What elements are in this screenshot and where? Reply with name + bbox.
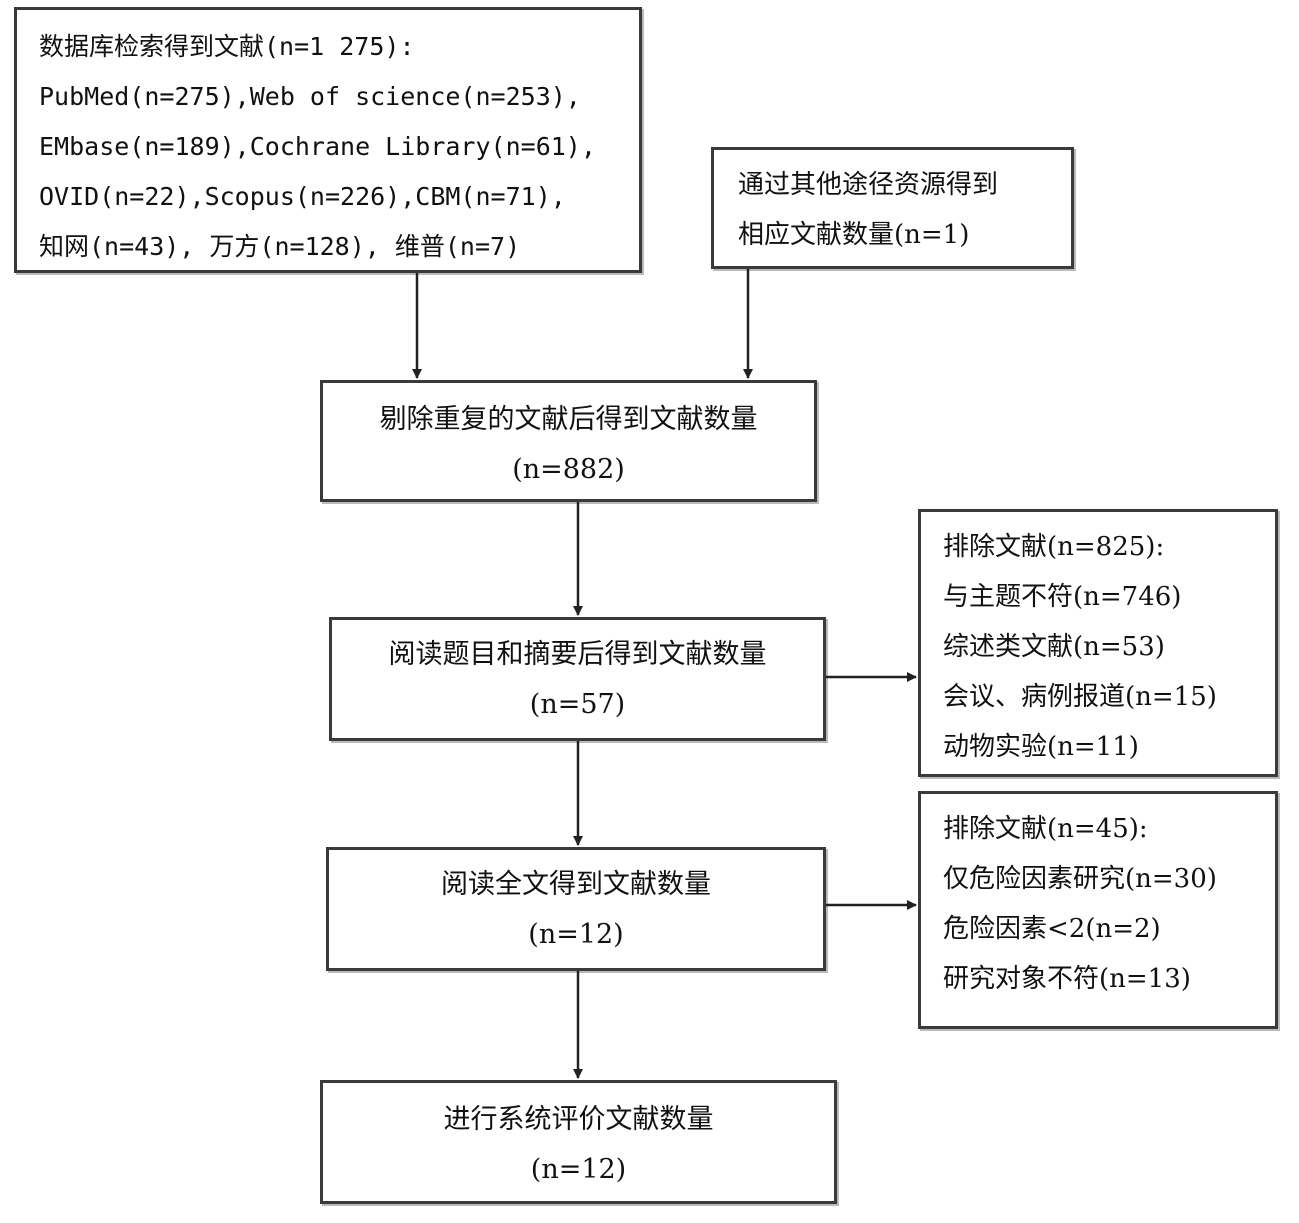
exclusion-1-title: 排除文献(n=825): (943, 532, 1165, 562)
database-search-line-5: 知网(n=43), 万方(n=128), 维普(n=7) (39, 232, 521, 261)
final-box: 进行系统评价文献数量 (n=12) (320, 1080, 837, 1204)
title-abstract-box: 阅读题目和摘要后得到文献数量 (n=57) (329, 617, 826, 741)
title-abstract-line-1: 阅读题目和摘要后得到文献数量 (388, 639, 767, 670)
exclusion-1-item: 会议、病例报道(n=15) (943, 682, 1217, 712)
database-search-line-4: OVID(n=22),Scopus(n=226),CBM(n=71), (39, 182, 566, 211)
other-sources-line-2: 相应文献数量(n=1) (738, 220, 970, 250)
title-abstract-count: (n=57) (529, 689, 626, 720)
exclusion-2-item: 研究对象不符(n=13) (943, 964, 1191, 994)
other-sources-box: 通过其他途径资源得到 相应文献数量(n=1) (711, 147, 1074, 269)
exclusion-1-box: 排除文献(n=825): 与主题不符(n=746) 综述类文献(n=53) 会议… (918, 509, 1278, 777)
database-search-line-2: PubMed(n=275),Web of science(n=253), (39, 82, 581, 111)
final-count: (n=12) (530, 1154, 627, 1185)
exclusion-2-item: 仅危险因素研究(n=30) (943, 864, 1217, 894)
after-dedup-line-1: 剔除重复的文献后得到文献数量 (379, 404, 758, 435)
exclusion-1-item: 与主题不符(n=746) (943, 582, 1182, 612)
full-text-count: (n=12) (528, 919, 624, 950)
database-search-line-3: EMbase(n=189),Cochrane Library(n=61), (39, 132, 596, 161)
exclusion-2-title: 排除文献(n=45): (943, 814, 1148, 844)
other-sources-line-1: 通过其他途径资源得到 (738, 170, 999, 200)
database-search-box: 数据库检索得到文献(n=1 275): PubMed(n=275),Web of… (14, 7, 642, 273)
full-text-box: 阅读全文得到文献数量 (n=12) (326, 847, 826, 971)
database-search-line-1: 数据库检索得到文献(n=1 275): (39, 32, 415, 61)
exclusion-2-box: 排除文献(n=45): 仅危险因素研究(n=30) 危险因素<2(n=2) 研究… (918, 791, 1278, 1029)
exclusion-1-item: 动物实验(n=11) (943, 732, 1139, 762)
after-dedup-box: 剔除重复的文献后得到文献数量 (n=882) (320, 380, 817, 502)
exclusion-1-item: 综述类文献(n=53) (943, 632, 1165, 662)
final-line-1: 进行系统评价文献数量 (443, 1104, 714, 1135)
full-text-line-1: 阅读全文得到文献数量 (441, 869, 711, 900)
exclusion-2-item: 危险因素<2(n=2) (943, 914, 1161, 944)
after-dedup-count: (n=882) (512, 454, 625, 485)
